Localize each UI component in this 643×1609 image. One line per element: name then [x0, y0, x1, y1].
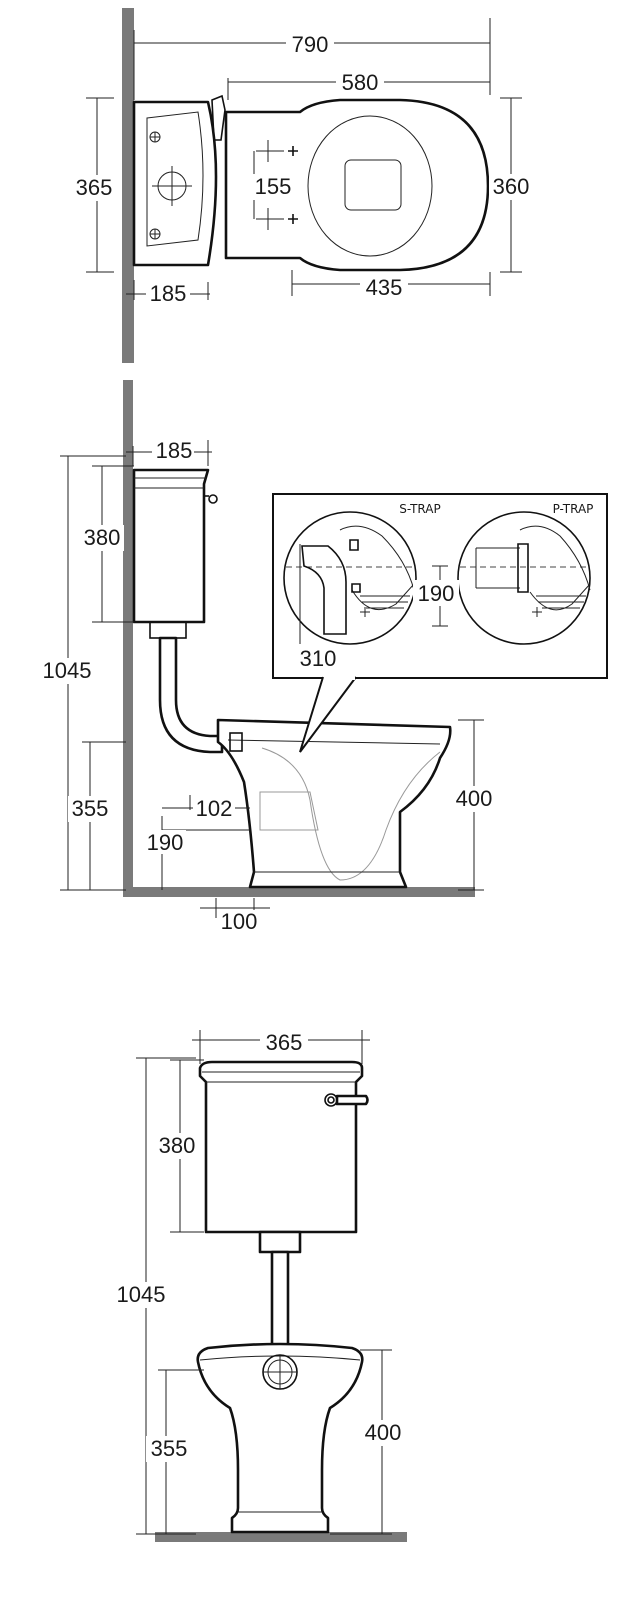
plan-pan-front-depth: 435: [366, 275, 403, 300]
plan-pan-width: 360: [493, 174, 530, 199]
plan-overall-length: 790: [292, 32, 329, 57]
s-trap-height: 310: [300, 646, 337, 671]
plan-fixing-centres: 155: [255, 174, 292, 199]
side-outlet-height: 190: [147, 830, 184, 855]
plan-view: [86, 8, 522, 363]
front-cistern-height: 380: [159, 1133, 196, 1158]
side-cistern: [132, 468, 210, 624]
side-outlet-from-wall: 100: [221, 909, 258, 934]
side-cistern-depth: 185: [156, 438, 193, 463]
s-trap-detail: [283, 511, 417, 645]
side-flush-pipe: [158, 636, 224, 754]
front-pipe-connector: [258, 1230, 302, 1254]
plan-pan-length: 580: [342, 70, 379, 95]
side-rim-height: 400: [456, 786, 493, 811]
front-cistern: [198, 1060, 364, 1234]
plan-pan: [224, 98, 490, 272]
side-wall: [123, 380, 133, 897]
front-cistern-width: 365: [266, 1030, 303, 1055]
front-floor: [155, 1532, 407, 1542]
side-total-height: 1045: [43, 658, 92, 683]
front-inlet-height: 355: [151, 1436, 188, 1461]
plan-cistern: [132, 100, 218, 267]
side-floor: [123, 887, 475, 897]
plan-cistern-width: 365: [76, 175, 113, 200]
plan-cistern-depth: 185: [150, 281, 187, 306]
side-inlet-height: 355: [72, 796, 109, 821]
front-pan: [196, 1342, 364, 1534]
s-trap-label: S-TRAP: [399, 502, 440, 516]
p-trap-height: 190: [418, 581, 455, 606]
front-flush-pipe: [270, 1250, 290, 1348]
p-trap-label: P-TRAP: [553, 502, 594, 516]
p-trap-detail: [457, 511, 591, 645]
side-cistern-height: 380: [84, 525, 121, 550]
plan-wall: [122, 8, 134, 363]
front-rim-height: 400: [365, 1420, 402, 1445]
front-view: [136, 1030, 407, 1542]
side-pan: [216, 718, 452, 889]
front-total-height: 1045: [117, 1282, 166, 1307]
side-outlet-offset: 102: [196, 796, 233, 821]
